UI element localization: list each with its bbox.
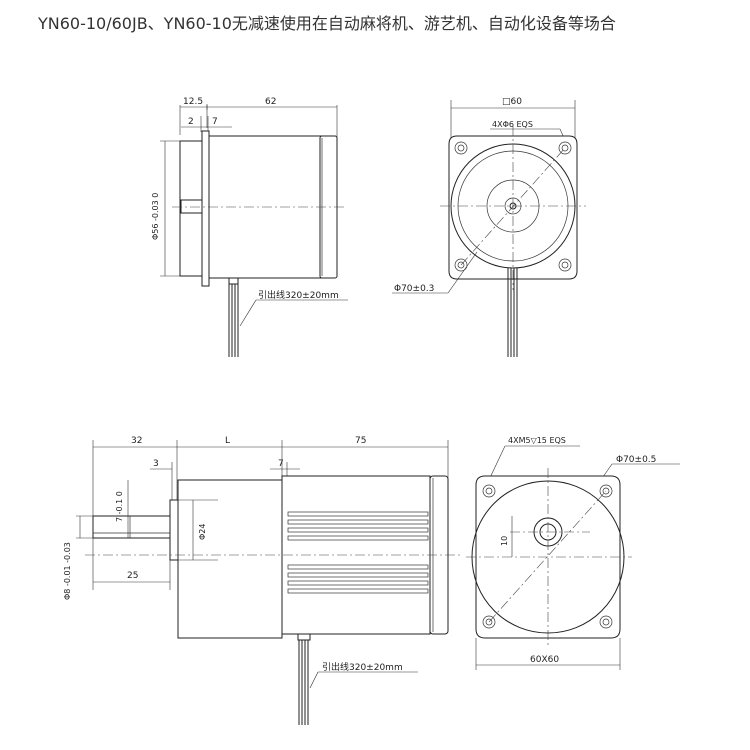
dim-pilot-diameter: Φ56 -0.03 0 xyxy=(151,193,160,240)
dim-body-length: 62 xyxy=(265,97,276,107)
view-side-gearmotor: 32 L 75 3 7 Φ24 xyxy=(63,436,460,725)
dim-shaft-usable: 25 xyxy=(127,571,138,581)
view-front-gearbox: 4XM5▽15 EQS Φ70±0.5 10 60X60 xyxy=(466,436,680,670)
pcd-label-2: Φ70±0.5 xyxy=(616,455,656,465)
mount-holes-label: 4XΦ6 EQS xyxy=(492,120,533,129)
page-title: YN60-10/60JB、YN60-10无减速使用在自动麻将机、游艺机、自动化设… xyxy=(38,14,616,33)
pcd-label: Φ70±0.3 xyxy=(394,284,434,294)
dim-shaft-offset: 10 xyxy=(500,536,509,546)
tapped-holes-label: 4XM5▽15 EQS xyxy=(508,436,566,445)
lead-wire-label: 引出线320±20mm xyxy=(258,289,339,301)
dim-shaft-length: 32 xyxy=(131,436,142,446)
dim-square-60: □60 xyxy=(502,97,522,107)
lead-wire-label-2: 引出线320±20mm xyxy=(322,661,403,673)
view-side-motor: 12.5 62 2 7 Φ56 -0.03 0 引出线320±20mm xyxy=(151,97,348,357)
dim-key-depth: 7 -0.1 0 xyxy=(115,491,124,522)
dim-motor-length: 75 xyxy=(355,436,366,446)
dim-flange-square: 60X60 xyxy=(530,655,559,665)
dim-flange-thickness: 2 xyxy=(188,117,194,127)
dim-gearbox-length: L xyxy=(225,436,230,446)
dim-boss-diameter: Φ24 xyxy=(198,524,207,540)
dim-front-length: 12.5 xyxy=(183,97,203,107)
dim-collar: 3 xyxy=(153,459,159,469)
cooling-ribs xyxy=(287,511,429,594)
dim-step-2: 7 xyxy=(278,459,284,469)
dim-shaft-diameter: Φ8 -0.01 -0.03 xyxy=(63,542,72,600)
dim-step: 7 xyxy=(212,117,218,127)
view-front-motor: □60 4XΦ6 EQS Φ70±0.3 xyxy=(392,97,586,357)
